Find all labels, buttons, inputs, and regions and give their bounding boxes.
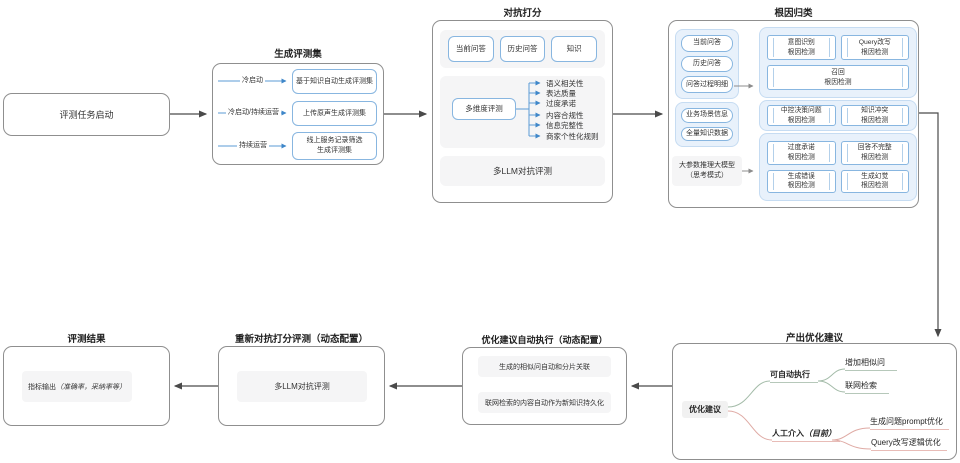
cell-incomplete-answer-detect: 回答不完整根因检测 xyxy=(840,141,909,165)
node-knowledge: 知识 xyxy=(551,36,598,62)
mind-leaf-prompt-optimization: 生成问题prompt优化 xyxy=(870,416,949,430)
cell-knowledge-conflict-detect: 知识冲突根因检测 xyxy=(840,105,909,126)
node-web-content-persist: 联网检索的内容自动作为新知识持久化 xyxy=(478,392,611,413)
node-multidim-eval-label: 多维度评测 xyxy=(465,104,503,113)
metric-output-label: 指标输出 xyxy=(28,383,56,391)
cell-recall-detect-l1: 召回 xyxy=(831,69,845,76)
cell-generation-error-detect: 生成错误根因检测 xyxy=(767,169,836,193)
mind-leaf-query-rewrite-optimization: Query改写逻辑优化 xyxy=(871,437,947,451)
dimension-content-compliance: 内容合规性 xyxy=(546,111,584,120)
cell-incomplete-answer-detect-l2: 根因检测 xyxy=(861,153,889,161)
node-gen-from-upload-label: 上传原声生成评测集 xyxy=(303,109,366,117)
node-knowledge-label: 知识 xyxy=(566,44,582,53)
cell-central-decision-detect-l1: 中控决策问题 xyxy=(780,107,822,114)
node-gen-from-knowledge: 基于知识自动生成评测集 xyxy=(292,69,377,94)
container-detect-c: 过度承诺根因检测 回答不完整根因检测 生成错误根因检测 生成幻觉根因检测 xyxy=(759,133,917,201)
metric-output-note: （准确率，采纳率等） xyxy=(56,383,126,391)
tag-coldstart-ops: 冷启动/持续运营 xyxy=(226,107,281,119)
node-full-knowledge-data-label: 全量知识数据 xyxy=(686,129,728,137)
cell-hallucination-detect-l2: 根因检测 xyxy=(861,182,889,190)
cell-central-decision-detect: 中控决策问题根因检测 xyxy=(767,105,836,126)
node-root-current-qa-label: 当前问答 xyxy=(693,39,721,47)
cell-recall-detect: 召回根因检测 xyxy=(767,65,909,90)
panel-multi-llm-eval: 多LLM对抗评测 xyxy=(440,156,605,186)
group-title-auto-execute: 优化建议自动执行（动态配置） xyxy=(481,335,608,345)
node-biz-scene-info-label: 业务场景信息 xyxy=(686,111,728,119)
cell-over-promise-detect-l2: 根因检测 xyxy=(787,153,815,161)
cell-knowledge-conflict-detect-l2: 根因检测 xyxy=(861,116,889,124)
node-gen-from-online-records: 线上服务记录筛选 生成评测集 xyxy=(292,132,377,160)
cell-incomplete-answer-detect-l1: 回答不完整 xyxy=(857,144,892,152)
node-web-content-persist-label: 联网检索的内容自动作为新知识持久化 xyxy=(485,399,604,407)
mind-branch-auto-executable: 可自动执行 xyxy=(770,369,818,383)
node-biz-scene-info: 业务场景信息 xyxy=(681,108,733,123)
node-root-qa-process-detail-label: 问答过程明细 xyxy=(686,80,728,88)
cell-intent-detect-l2: 根因检测 xyxy=(787,48,815,56)
node-root-current-qa: 当前问答 xyxy=(681,35,733,52)
mind-root-opt-suggest: 优化建议 xyxy=(682,401,728,418)
arrow-root-to-suggest xyxy=(919,112,942,338)
node-reasoning-model-label: 大参数推理大模型 （思考模式） xyxy=(679,162,735,179)
dimension-semantic-relevance: 语义相关性 xyxy=(546,79,584,88)
mind-leaf-web-search: 联网检索 xyxy=(845,380,889,394)
container-root-inputs-b: 业务场景信息 全量知识数据 xyxy=(675,102,739,147)
node-similar-q-assoc-label: 生成的相似问自动和分片关联 xyxy=(499,363,590,371)
node-rescore-multi-llm: 多LLM对抗评测 xyxy=(237,371,367,402)
node-root-qa-process-detail: 问答过程明细 xyxy=(681,76,733,94)
cell-central-decision-detect-l2: 根因检测 xyxy=(787,116,815,124)
node-root-history-qa-label: 历史问答 xyxy=(693,60,721,67)
cell-intent-detect: 意图识别根因检测 xyxy=(767,35,836,60)
node-eval-task-start: 评测任务启动 xyxy=(3,93,170,136)
cell-generation-error-detect-l2: 根因检测 xyxy=(787,182,815,190)
node-rescore-multi-llm-label: 多LLM对抗评测 xyxy=(274,382,330,391)
node-current-qa-label: 当前问答 xyxy=(455,44,486,53)
group-title-eval-result: 评测结果 xyxy=(67,334,106,345)
group-title-rescore: 重新对抗打分评测（动态配置） xyxy=(234,334,368,345)
cell-intent-detect-l1: 意图识别 xyxy=(787,39,815,46)
node-multidim-eval: 多维度评测 xyxy=(452,98,516,120)
node-metric-output: 指标输出（准确率，采纳率等） xyxy=(22,371,132,402)
group-title-root-cause: 根因归类 xyxy=(774,8,813,19)
container-detect-a: 意图识别根因检测 Query改写根因检测 召回根因检测 xyxy=(759,27,917,98)
group-title-generate-evalset: 生成评测集 xyxy=(274,49,322,60)
cell-over-promise-detect: 过度承诺根因检测 xyxy=(767,141,836,165)
node-eval-task-start-label: 评测任务启动 xyxy=(59,110,114,120)
panel-adv-inputs: 当前问答 历史问答 知识 xyxy=(440,30,605,68)
cell-recall-detect-l2: 根因检测 xyxy=(824,78,852,86)
mind-leaf-add-similar-questions: 增加相似问 xyxy=(845,357,897,371)
tag-coldstart: 冷启动 xyxy=(240,75,265,87)
cell-hallucination-detect: 生成幻觉根因检测 xyxy=(840,169,909,193)
mind-branch-manual-note: （目前） xyxy=(804,429,836,438)
node-current-qa: 当前问答 xyxy=(448,36,494,62)
cell-over-promise-detect-l1: 过度承诺 xyxy=(787,144,815,152)
dimension-expression-quality: 表达质量 xyxy=(546,89,576,98)
cell-knowledge-conflict-detect-l1: 知识冲突 xyxy=(861,107,889,114)
container-detect-b: 中控决策问题根因检测 知识冲突根因检测 xyxy=(759,100,917,131)
mind-branch-manual-intervention: 人工介入（目前） xyxy=(772,428,840,442)
node-gen-from-upload: 上传原声生成评测集 xyxy=(292,101,377,126)
cell-generation-error-detect-l1: 生成错误 xyxy=(787,172,815,180)
group-title-adversarial-scoring: 对抗打分 xyxy=(503,8,542,19)
cell-query-rewrite-detect: Query改写根因检测 xyxy=(840,35,909,60)
dimension-over-promise: 过度承诺 xyxy=(546,99,576,108)
multi-llm-eval-label: 多LLM对抗评测 xyxy=(492,166,553,176)
tag-ongoing-ops: 持续运营 xyxy=(237,140,269,152)
node-similar-q-assoc: 生成的相似问自动和分片关联 xyxy=(478,356,611,377)
dimension-merchant-rules: 商家个性化规则 xyxy=(546,132,599,141)
node-gen-from-knowledge-label: 基于知识自动生成评测集 xyxy=(296,77,373,85)
mind-branch-manual-label: 人工介入 xyxy=(772,429,804,438)
node-gen-from-online-records-label: 线上服务记录筛选 生成评测集 xyxy=(306,137,363,154)
cell-query-rewrite-detect-l2: 根因检测 xyxy=(861,48,889,56)
cell-query-rewrite-detect-l1: Query改写 xyxy=(858,39,891,46)
node-history-qa: 历史问答 xyxy=(499,36,546,62)
container-root-inputs-a: 当前问答 历史问答 问答过程明细 xyxy=(675,29,739,99)
cell-hallucination-detect-l1: 生成幻觉 xyxy=(861,172,889,180)
node-full-knowledge-data: 全量知识数据 xyxy=(681,126,733,141)
node-history-qa-label: 历史问答 xyxy=(507,44,538,53)
group-title-opt-suggest: 产出优化建议 xyxy=(785,333,843,344)
dimension-info-completeness: 信息完整性 xyxy=(546,121,584,130)
node-root-history-qa: 历史问答 xyxy=(681,55,733,73)
node-reasoning-model: 大参数推理大模型 （思考模式） xyxy=(672,156,742,186)
